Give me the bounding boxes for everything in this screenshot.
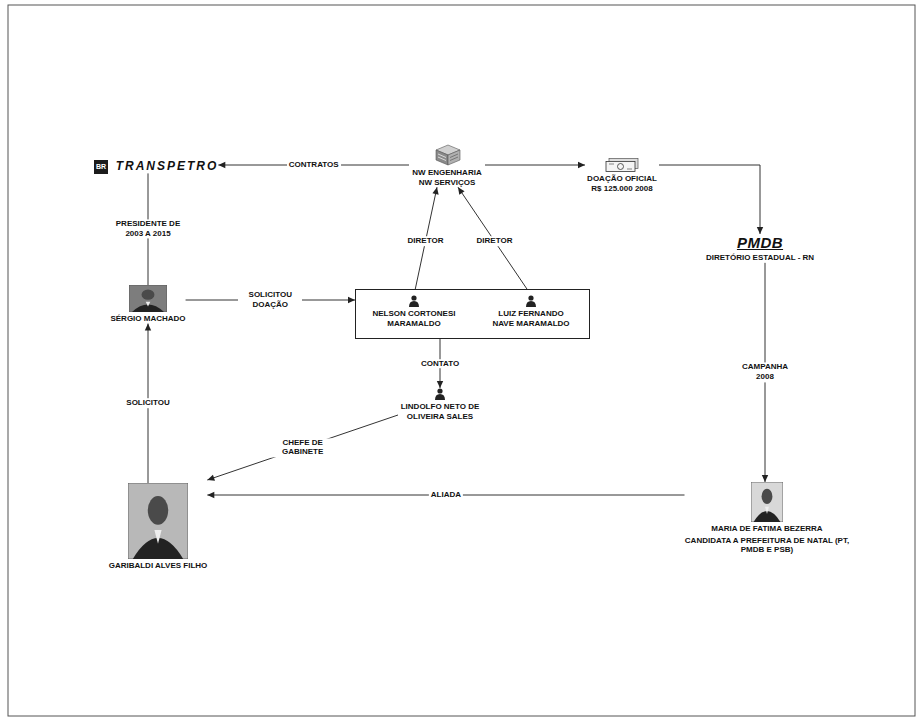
entity-node: SÉRGIO MACHADO	[110, 285, 185, 324]
edge-label: DIRETOR	[406, 236, 446, 246]
connector-line	[458, 187, 531, 295]
connector	[659, 165, 763, 234]
person-icon	[435, 388, 445, 400]
arrowhead	[218, 162, 225, 168]
entity-node: PMDB DIRETÓRIO ESTADUAL - RN	[706, 234, 814, 263]
node-text: NW ENGENHARIA NW SERVIÇOS	[409, 168, 485, 187]
building-icon	[432, 142, 462, 166]
entity-node: TRANSPETRO	[116, 159, 219, 173]
entity-node: DOAÇÃO OFICIAL R$ 125.000 2008	[585, 158, 659, 193]
edge-label: DIRETOR	[475, 236, 515, 246]
node-text: NELSON CORTONESI MARAMALDO	[369, 309, 459, 328]
node-text: LINDOLFO NETO DE OLIVEIRA SALES	[398, 402, 482, 421]
node-icon	[435, 388, 445, 400]
group-box: NELSON CORTONESI MARAMALDO LUIZ FERNANDO …	[355, 289, 590, 339]
person-icon	[409, 295, 419, 307]
arrowhead	[207, 492, 214, 498]
connector-line	[659, 165, 760, 234]
portrait-photo	[128, 483, 188, 559]
node-icon	[751, 482, 783, 522]
arrowhead	[458, 187, 465, 195]
logo-label: BR	[94, 160, 108, 174]
entity-node: LINDOLFO NETO DE OLIVEIRA SALES	[398, 388, 482, 421]
portrait-photo	[751, 482, 783, 522]
arrowhead	[145, 324, 151, 331]
arrowhead	[207, 475, 215, 481]
connector-line	[207, 415, 398, 480]
node-text: CANDIDATA A PREFEITURA DE NATAL (PT, PMD…	[685, 536, 850, 555]
node-text: LUIZ FERNANDO NAVE MARAMALDO	[490, 309, 572, 328]
entity-node: NW ENGENHARIA NW SERVIÇOS	[409, 142, 485, 187]
banknote-icon	[605, 158, 639, 172]
node-text: DOAÇÃO OFICIAL R$ 125.000 2008	[585, 174, 659, 193]
edge-label: CAMPANHA 2008	[733, 363, 797, 382]
arrowhead	[578, 162, 585, 168]
frame-border	[8, 5, 915, 716]
edge-label: CONTRATOS	[287, 160, 341, 170]
edge-label: ALIADA	[429, 490, 463, 500]
entity-node: NELSON CORTONESI MARAMALDO	[369, 295, 459, 328]
arrowhead	[348, 297, 355, 303]
edge-label: SOLICITOU	[124, 399, 171, 409]
node-icon	[409, 295, 419, 307]
node-icon	[129, 285, 167, 312]
entity-node: GARIBALDI ALVES FILHO	[109, 483, 208, 571]
node-text: TRANSPETRO	[116, 159, 219, 173]
edge-label: PRESIDENTE DE 2003 A 2015	[110, 220, 186, 239]
node-icon	[432, 142, 462, 166]
node-icon	[526, 295, 536, 307]
node-icon	[605, 158, 639, 172]
node-text: GARIBALDI ALVES FILHO	[109, 561, 208, 571]
arrowhead	[437, 381, 443, 388]
node-text: SÉRGIO MACHADO	[110, 314, 185, 324]
connector	[458, 187, 531, 295]
arrowhead	[762, 475, 768, 482]
edge-label: CHEFE DE GABINETE	[271, 438, 335, 457]
portrait-photo	[129, 285, 167, 312]
connector	[485, 162, 585, 168]
arrowhead	[432, 187, 438, 195]
entity-node: LUIZ FERNANDO NAVE MARAMALDO	[490, 295, 572, 328]
party-logo-text: PMDB	[715, 234, 805, 251]
person-icon	[526, 295, 536, 307]
node-text: MARIA DE FATIMA BEZERRA	[697, 524, 837, 534]
node-text: DIRETÓRIO ESTADUAL - RN	[706, 253, 814, 263]
connector	[207, 415, 398, 481]
connector-line	[485, 165, 585, 166]
entity-node: MARIA DE FATIMA BEZERRA CANDIDATA A PREFE…	[685, 482, 850, 555]
node-icon	[128, 483, 188, 559]
edge-label: CONTATO	[419, 359, 461, 369]
arrowhead	[757, 227, 763, 234]
edge-label: SOLICITOU DOAÇÃO	[238, 290, 302, 309]
